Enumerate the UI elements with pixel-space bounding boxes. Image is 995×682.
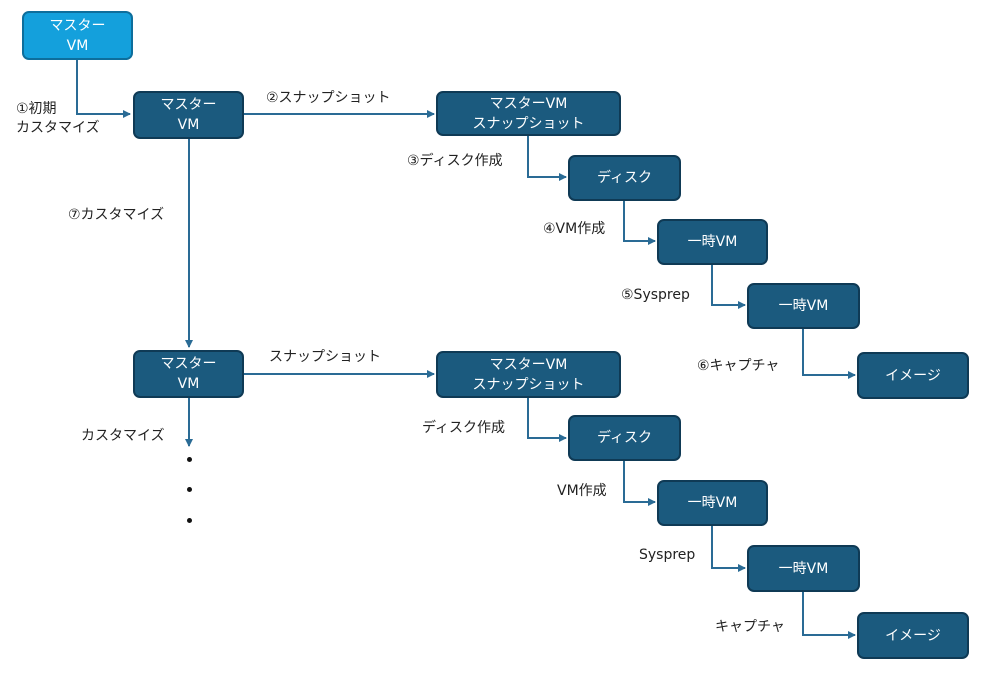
node-temp-vm-2a: 一時VM — [657, 480, 768, 526]
text-line: イメージ — [885, 367, 941, 384]
text-line: マスター — [49, 17, 106, 34]
label-sysprep-2: Sysprep — [639, 547, 696, 563]
connector-capture-2 — [802, 591, 856, 639]
label-create-vm-1: ④VM作成 — [543, 221, 606, 237]
node-temp-vm-2b: 一時VM — [747, 545, 860, 592]
connector-create-disk-2 — [527, 397, 567, 442]
text-line: ディスク — [596, 430, 653, 446]
node-temp-vm-1b: 一時VM — [747, 283, 860, 329]
text-line: スナップショット — [472, 376, 585, 393]
node-disk-2: ディスク — [568, 415, 681, 461]
label-customize-7: ⑦カスタマイズ — [68, 207, 165, 223]
label-capture-2: キャプチャ — [715, 619, 785, 635]
text-line: イメージ — [885, 627, 941, 644]
text-line: 一時VM — [687, 234, 738, 250]
label-snapshot-2: スナップショット — [269, 349, 381, 365]
label-customize-next: カスタマイズ — [81, 428, 165, 444]
node-snapshot-2: マスターVM スナップショット — [436, 351, 621, 398]
text-line: 一時VM — [687, 495, 738, 511]
label-capture-1: ⑥キャプチャ — [697, 358, 780, 374]
node-snapshot-1: マスターVM スナップショット — [436, 91, 621, 136]
continuation-dot — [187, 487, 192, 492]
text-line: マスター — [160, 97, 217, 113]
text-line: カスタマイズ — [16, 120, 100, 136]
label-create-disk-2: ディスク作成 — [422, 420, 506, 436]
label-initial-customize: ①初期カスタマイズ — [16, 100, 100, 138]
connector-create-disk-1 — [527, 135, 567, 181]
text-line: 一時VM — [778, 298, 829, 314]
label-sysprep-1: ⑤Sysprep — [621, 287, 690, 303]
node-master-vm-2: マスター VM — [133, 350, 244, 398]
connector-sysprep-2 — [711, 525, 746, 572]
node-disk-1: ディスク — [568, 155, 681, 201]
connector-capture-1 — [802, 328, 856, 379]
label-create-vm-2: VM作成 — [557, 483, 607, 499]
text-line: マスターVM — [489, 95, 568, 112]
label-create-disk-1: ③ディスク作成 — [407, 153, 503, 169]
connector-sysprep-1 — [711, 264, 746, 309]
text-line: ①初期 — [16, 101, 57, 117]
text-line: 一時VM — [778, 560, 829, 577]
text-line: ディスク — [596, 170, 653, 186]
text-line: スナップショット — [472, 115, 585, 132]
text-line: VM — [177, 117, 200, 133]
text-line: マスター — [160, 356, 217, 372]
node-master-vm-1: マスター VM — [133, 91, 244, 139]
continuation-dot — [187, 518, 192, 523]
connector-create-vm-2 — [623, 461, 656, 506]
node-master-vm-initial: マスター VM — [22, 11, 133, 60]
label-snapshot-1: ②スナップショット — [266, 90, 391, 106]
connector-create-vm-1 — [623, 200, 656, 245]
text-line: マスターVM — [489, 356, 568, 373]
node-image-1: イメージ — [857, 352, 969, 399]
continuation-dot — [187, 457, 192, 462]
node-temp-vm-1a: 一時VM — [657, 219, 768, 265]
text-line: VM — [66, 37, 89, 54]
node-image-2: イメージ — [857, 612, 969, 659]
text-line: VM — [177, 376, 200, 392]
connector-initial-customize — [76, 60, 131, 118]
